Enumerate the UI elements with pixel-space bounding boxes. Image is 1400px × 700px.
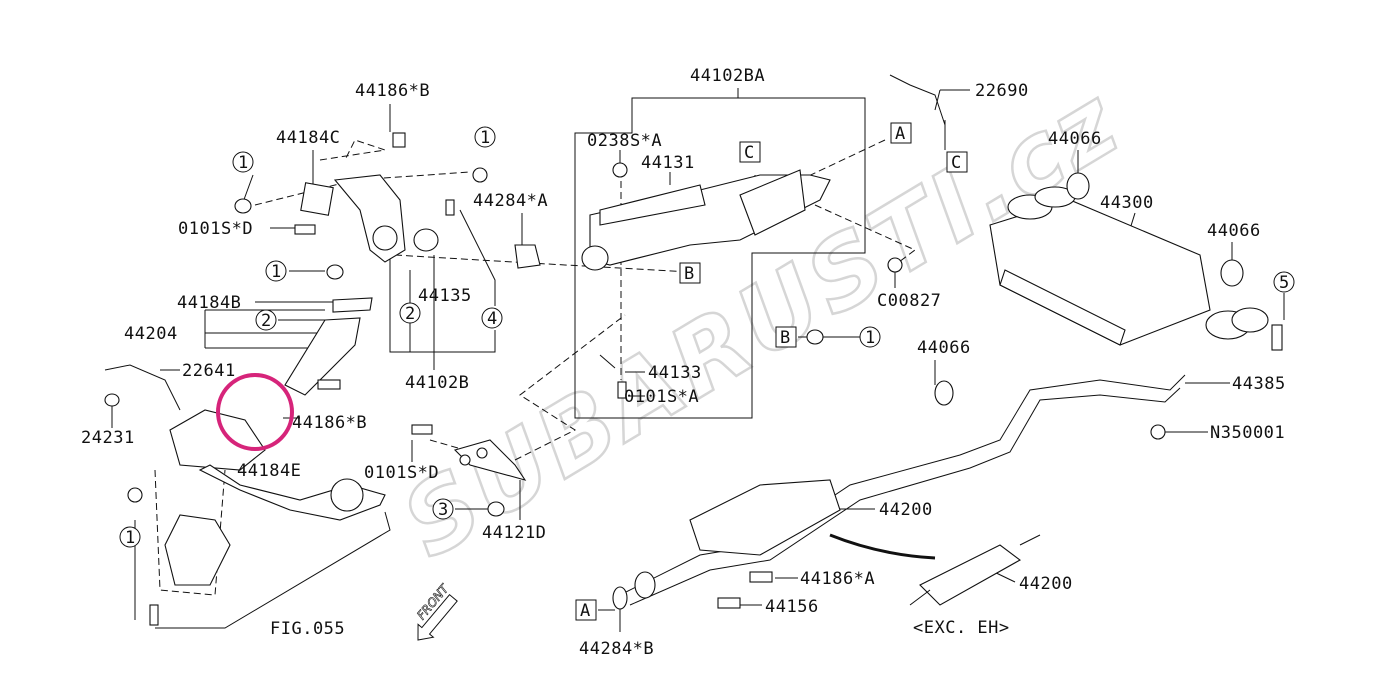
- label-44121D: 44121D: [482, 523, 546, 543]
- label-44102BA: 44102BA: [690, 66, 765, 86]
- front-arrow: FRONT: [414, 580, 458, 641]
- svg-text:1: 1: [865, 328, 876, 348]
- label-44204: 44204: [124, 324, 178, 344]
- ref-box-a-top: A: [890, 122, 912, 144]
- parts: [104, 74, 1283, 626]
- highlight-circle: [216, 373, 294, 451]
- label-44284B: 44284*B: [579, 639, 654, 659]
- svg-text:B: B: [780, 328, 791, 348]
- label-44200-b: 44200: [1019, 574, 1073, 594]
- svg-text:4: 4: [487, 309, 498, 329]
- label-44186B-top: 44186*B: [355, 81, 430, 101]
- label-C00827: C00827: [877, 291, 941, 311]
- label-44066-b: 44066: [1207, 221, 1261, 241]
- label-22641: 22641: [182, 361, 236, 381]
- label-44186B-bottom: 44186*B: [292, 413, 367, 433]
- label-44200-a: 44200: [879, 500, 933, 520]
- label-44066-a: 44066: [1048, 129, 1102, 149]
- svg-text:B: B: [684, 264, 695, 284]
- label-44131: 44131: [641, 153, 695, 173]
- ref-box-b-center: B: [679, 262, 701, 284]
- label-24231: 24231: [81, 428, 135, 448]
- svg-text:A: A: [580, 601, 591, 621]
- label-fig055: FIG.055: [270, 619, 345, 639]
- svg-text:A: A: [895, 124, 906, 144]
- ref-box-c-right: C: [946, 151, 968, 173]
- label-0101SD-top: 0101S*D: [178, 219, 253, 239]
- label-44066-c: 44066: [917, 338, 971, 358]
- svg-text:C: C: [951, 153, 962, 173]
- svg-text:2: 2: [405, 304, 416, 324]
- label-N350001: N350001: [1210, 423, 1285, 443]
- svg-text:3: 3: [438, 500, 449, 520]
- svg-text:5: 5: [1279, 273, 1290, 293]
- label-0101SD-bottom: 0101S*D: [364, 463, 439, 483]
- label-44184B: 44184B: [177, 293, 241, 313]
- label-22690: 22690: [975, 81, 1029, 101]
- label-0101SA: 0101S*A: [624, 387, 699, 407]
- label-44300: 44300: [1100, 193, 1154, 213]
- svg-text:FRONT: FRONT: [414, 581, 452, 623]
- ref-circles: 1 1 1 1 1 2 2 4 5 3: [119, 126, 1295, 548]
- label-44135: 44135: [418, 286, 472, 306]
- label-44186A: 44186*A: [800, 569, 875, 589]
- label-exc-eh: <EXC. EH>: [913, 618, 1010, 638]
- label-44284A: 44284*A: [473, 191, 548, 211]
- label-44102B: 44102B: [405, 373, 469, 393]
- ref-box-b-right: B: [775, 326, 797, 348]
- svg-text:C: C: [744, 143, 755, 163]
- label-44184E: 44184E: [237, 461, 301, 481]
- label-44156: 44156: [765, 597, 819, 617]
- label-0238SA: 0238S*A: [587, 131, 662, 151]
- svg-text:1: 1: [238, 153, 249, 173]
- ref-box-c-center: C: [739, 141, 761, 163]
- svg-text:1: 1: [271, 262, 282, 282]
- svg-text:1: 1: [480, 128, 491, 148]
- svg-text:2: 2: [261, 311, 272, 331]
- label-44184C: 44184C: [276, 128, 340, 148]
- label-44385: 44385: [1232, 374, 1286, 394]
- svg-text:1: 1: [125, 528, 136, 548]
- part-labels: 44102BA 22690 44186*B 44184C 0238S*A 441…: [81, 66, 1286, 659]
- front-arrow-icon: [417, 593, 458, 641]
- ref-box-a-bottom: A: [575, 599, 597, 621]
- label-44133: 44133: [648, 363, 702, 383]
